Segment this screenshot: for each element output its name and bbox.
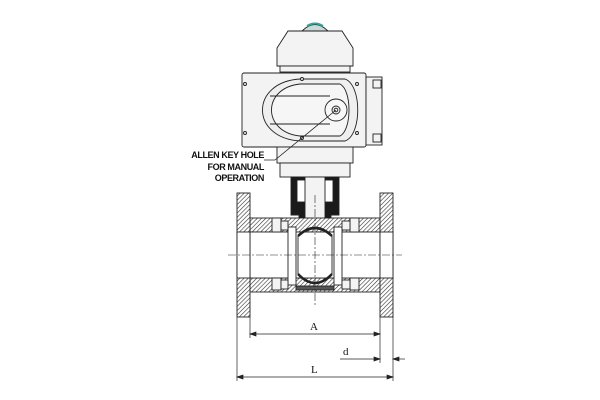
dimension-A-label: A	[310, 321, 318, 333]
bolt	[271, 277, 282, 291]
callout-leader	[264, 109, 337, 161]
dimension-d-label: d	[343, 346, 349, 358]
allen-key-callout: ALLEN KEY HOLE FOR MANUAL OPERATION	[150, 150, 264, 185]
dimension-L-label: L	[311, 364, 318, 376]
actuator-cover	[276, 30, 354, 67]
callout-line: ALLEN KEY HOLE	[191, 150, 264, 160]
bolt	[349, 217, 360, 233]
bolt	[349, 277, 360, 291]
callout-line: OPERATION	[214, 173, 265, 183]
bolt	[271, 217, 282, 233]
position-indicator	[300, 24, 330, 32]
callout-line: FOR MANUAL	[207, 161, 265, 172]
